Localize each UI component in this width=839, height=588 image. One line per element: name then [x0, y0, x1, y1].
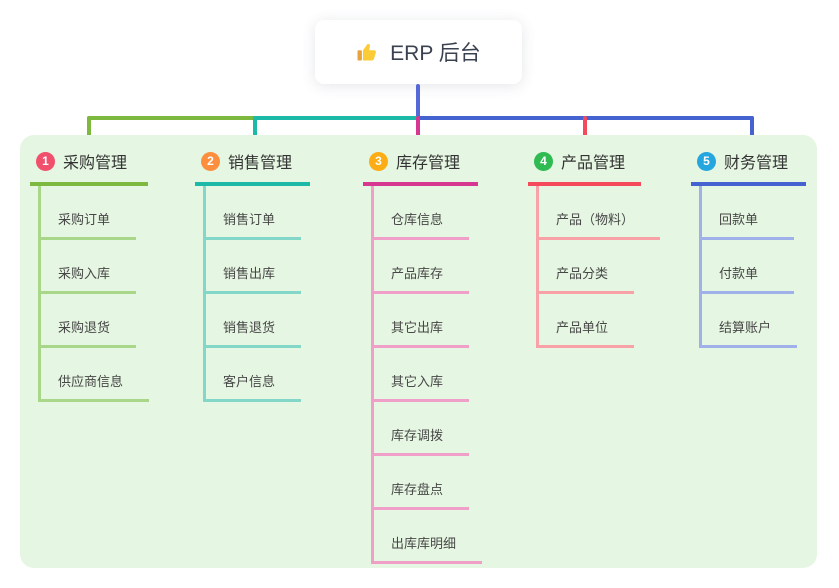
branch-number-badge: 4 [534, 151, 553, 171]
branch-children-list: 采购订单采购入库采购退货供应商信息 [38, 186, 150, 402]
thumbs-up-icon [356, 40, 380, 64]
mindmap-background-panel [20, 135, 817, 568]
bus-segment-green [87, 116, 257, 120]
mindmap-child-node[interactable]: 出库库明细 [374, 510, 483, 564]
mindmap-child-node[interactable]: 采购订单 [41, 186, 137, 240]
mindmap-child-node[interactable]: 产品（物料） [539, 186, 661, 240]
mindmap-child-node[interactable]: 销售退货 [206, 294, 302, 348]
branch-title-node[interactable]: 2 销售管理 [195, 145, 310, 186]
mindmap-child-node[interactable]: 其它出库 [374, 294, 470, 348]
root-node-label: ERP 后台 [390, 42, 481, 65]
branch-number-badge: 2 [201, 151, 220, 171]
mindmap-child-node[interactable]: 客户信息 [206, 348, 302, 402]
mindmap-child-node[interactable]: 付款单 [702, 240, 794, 294]
branch-number-badge: 5 [697, 151, 716, 171]
branch-children-list: 产品（物料）产品分类产品单位 [536, 186, 661, 348]
mindmap-child-node[interactable]: 产品单位 [539, 294, 635, 348]
mindmap-child-node[interactable]: 仓库信息 [374, 186, 470, 240]
branch-drop-line-5 [750, 116, 754, 152]
mindmap-child-node[interactable]: 采购退货 [41, 294, 137, 348]
mindmap-child-node[interactable]: 产品分类 [539, 240, 635, 294]
branch-drop-line-1 [87, 116, 91, 149]
branch-children-list: 回款单付款单结算账户 [699, 186, 806, 348]
branch-number-badge: 3 [369, 151, 388, 171]
mindmap-child-node[interactable]: 回款单 [702, 186, 794, 240]
branch-number-badge: 1 [36, 151, 55, 171]
mindmap-child-node[interactable]: 库存盘点 [374, 456, 470, 510]
mindmap-child-node[interactable]: 其它入库 [374, 348, 470, 402]
root-connector-line [416, 84, 420, 118]
branch-drop-line-4 [583, 116, 587, 149]
mindmap-branch: 1 采购管理 采购订单采购入库采购退货供应商信息 [30, 145, 150, 402]
branch-title-node[interactable]: 3 库存管理 [363, 145, 478, 186]
branch-title-node[interactable]: 5 财务管理 [691, 145, 806, 186]
mindmap-child-node[interactable]: 供应商信息 [41, 348, 150, 402]
branch-title-label: 采购管理 [63, 155, 128, 172]
branch-title-label: 销售管理 [228, 155, 293, 172]
mindmap-root-node[interactable]: ERP 后台 [315, 20, 522, 84]
mindmap-child-node[interactable]: 销售出库 [206, 240, 302, 294]
branch-title-label: 库存管理 [396, 155, 461, 172]
mindmap-branch: 2 销售管理 销售订单销售出库销售退货客户信息 [195, 145, 310, 402]
branch-children-list: 仓库信息产品库存其它出库其它入库库存调拨库存盘点出库库明细 [371, 186, 483, 564]
branch-title-label: 财务管理 [724, 155, 789, 172]
mindmap-branch: 5 财务管理 回款单付款单结算账户 [691, 145, 806, 348]
branch-title-label: 产品管理 [561, 155, 626, 172]
branch-children-list: 销售订单销售出库销售退货客户信息 [203, 186, 310, 402]
mindmap-child-node[interactable]: 结算账户 [702, 294, 798, 348]
branch-title-node[interactable]: 4 产品管理 [528, 145, 641, 186]
mindmap-child-node[interactable]: 采购入库 [41, 240, 137, 294]
mindmap-branch: 3 库存管理 仓库信息产品库存其它出库其它入库库存调拨库存盘点出库库明细 [363, 145, 483, 564]
mindmap-child-node[interactable]: 销售订单 [206, 186, 302, 240]
mindmap-branch: 4 产品管理 产品（物料）产品分类产品单位 [528, 145, 661, 348]
bus-segment-teal [255, 116, 418, 120]
branch-drop-line-2 [253, 116, 257, 149]
mindmap-child-node[interactable]: 产品库存 [374, 240, 470, 294]
branch-drop-line-3 [416, 116, 420, 152]
mindmap-child-node[interactable]: 库存调拨 [374, 402, 470, 456]
branch-title-node[interactable]: 1 采购管理 [30, 145, 148, 186]
